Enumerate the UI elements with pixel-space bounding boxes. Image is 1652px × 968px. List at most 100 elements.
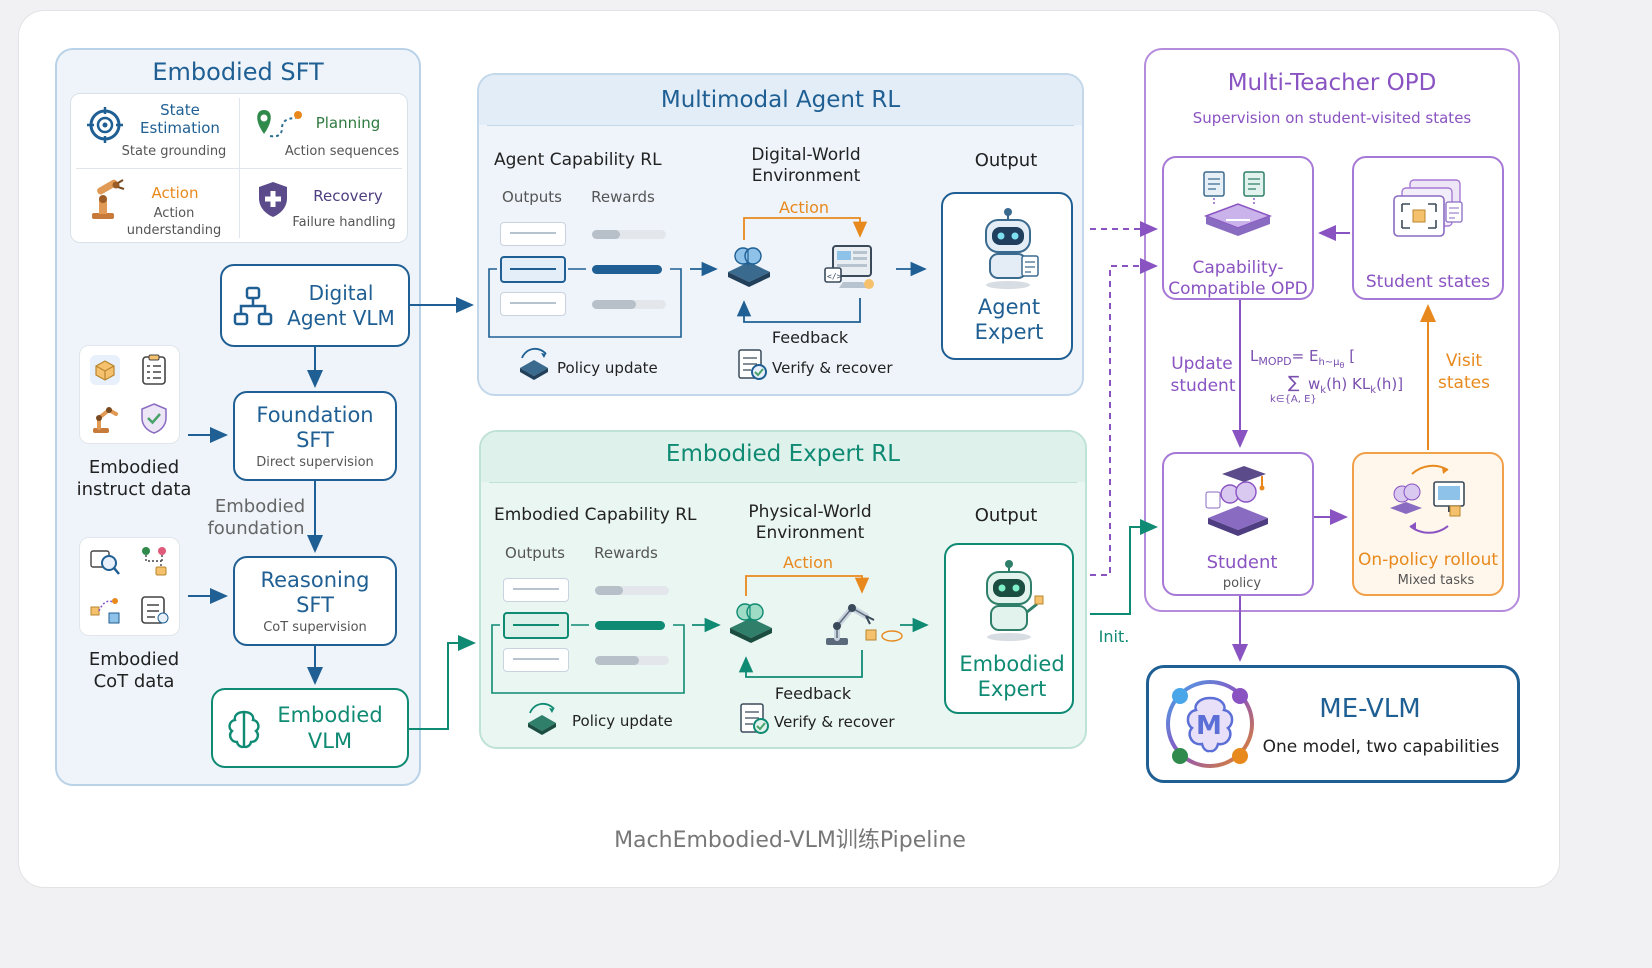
rollout-label: On-policy rollout	[1357, 550, 1499, 570]
robot-arm-icon	[86, 177, 126, 221]
arrow-init-to-student	[1090, 519, 1158, 615]
me-vlm-logo-icon: M	[1162, 676, 1258, 772]
embodied-feedback-arrow	[738, 650, 863, 678]
cube-icon	[89, 354, 121, 386]
agent-env-line1: Digital-World	[751, 145, 861, 165]
embodied-card-lines	[513, 658, 559, 660]
embodied-output-card-1	[503, 578, 569, 602]
svg-text:</>: </>	[827, 272, 842, 281]
brain-icon	[224, 708, 264, 750]
arrow-embodied-to-embodied-rl	[409, 635, 476, 730]
foundation-sft-box	[233, 391, 397, 481]
embodied-action-arrow	[745, 575, 870, 596]
agent-reward-fill-1	[592, 230, 620, 239]
agent-rewards-label: Rewards	[591, 188, 655, 206]
opd-subtitle: Supervision on student-visited states	[1192, 109, 1472, 127]
instruct-data-line1: Embodied	[88, 457, 180, 478]
formula-l-sub: MOPD	[1258, 355, 1292, 368]
skill-planning-title: Planning	[315, 114, 381, 132]
agent-reward-fill-3	[592, 300, 636, 309]
robot-icon	[972, 206, 1044, 290]
agent-expert-line1: Agent	[977, 295, 1041, 319]
formula-lhs: LMOPD= Eh∼μθ [	[1250, 347, 1355, 370]
agent-card-lines	[510, 232, 556, 234]
embodied-rewards-label: Rewards	[594, 544, 658, 562]
skill-action-desc-2: understanding	[126, 223, 222, 238]
student-states-label: Student states	[1365, 272, 1491, 292]
hierarchy-icon	[233, 286, 273, 326]
init-label: Init.	[1098, 627, 1130, 646]
embodied-expert-line1: Embodied	[959, 652, 1065, 676]
dashed-embodied-to-opd	[1090, 258, 1158, 576]
target-icon	[86, 106, 124, 144]
embodied-env-line2: Environment	[755, 523, 865, 543]
embodied-reward-fill-1	[595, 586, 623, 595]
agent-rl-title: Multimodal Agent RL	[660, 87, 901, 113]
skill-action-title: Action	[151, 184, 199, 202]
embodied-policy-update: Policy update	[572, 712, 673, 730]
chip-brain-icon	[722, 242, 776, 290]
visit-states-line2: states	[1438, 373, 1490, 393]
skill-state-title-1: State	[160, 101, 200, 119]
embodied-card-lines	[513, 624, 559, 626]
cot-data-line1: Embodied	[88, 649, 180, 670]
checklist-icon	[138, 354, 170, 386]
formula-bracket: [	[1349, 347, 1356, 365]
formula-mu-sub: θ	[1339, 361, 1345, 370]
embodied-rl-title: Embodied Expert RL	[665, 441, 901, 467]
formula-end: (h)]	[1376, 375, 1404, 393]
svg-text:M: M	[1196, 711, 1222, 741]
update-student-line2: student	[1170, 376, 1236, 396]
mopd-formula: LMOPD= Eh∼μθ [ ∑ k∈{A, E} wk(h) KLk(h)]	[1250, 347, 1430, 411]
agent-env-line2: Environment	[751, 166, 861, 186]
embodied-output-card-3	[503, 648, 569, 672]
embodied-rl-header-band	[481, 432, 1085, 482]
rollout-sub: Mixed tasks	[1397, 573, 1475, 588]
embodied-outputs-label: Outputs	[505, 544, 565, 562]
agent-feedback-arrow	[736, 298, 861, 323]
embodied-foundation-line2: foundation	[207, 518, 305, 539]
magnifier-icon	[89, 545, 121, 577]
verify-icon	[733, 346, 773, 386]
formula-e-sub-text: h∼μ	[1318, 357, 1340, 368]
foundation-sft-sub: Direct supervision	[256, 455, 374, 470]
agent-output-card-3	[500, 292, 566, 316]
agent-outputs-label: Outputs	[502, 188, 562, 206]
route-pin-icon	[252, 106, 304, 144]
agent-rl-header-line	[487, 125, 1074, 126]
path-chart-icon	[89, 593, 121, 625]
agent-card-lines	[510, 302, 556, 304]
digital-agent-vlm-line2: Agent VLM	[287, 306, 395, 330]
digital-agent-vlm-box	[220, 264, 410, 347]
agent-rl-header-band	[479, 75, 1082, 125]
skills-divider-h	[76, 168, 402, 169]
embodied-vlm-line1: Embodied	[277, 703, 383, 727]
instruct-data-line2: instruct data	[76, 479, 192, 500]
agent-action-label: Action	[778, 198, 830, 217]
embodied-reward-track-1	[595, 586, 669, 595]
embodied-reward-fill-2	[595, 621, 665, 630]
reasoning-sft-line2: SFT	[296, 593, 334, 617]
skill-state-title-2: Estimation	[140, 119, 220, 137]
formula-w-sub: k	[1320, 385, 1327, 396]
reasoning-sft-box	[233, 556, 397, 646]
formula-sum: ∑	[1288, 373, 1300, 393]
update-student-line1: Update	[1171, 354, 1233, 374]
student-chip-icon	[1200, 460, 1276, 540]
shield-plus-icon	[256, 180, 290, 218]
embodied-robot-icon	[973, 558, 1045, 642]
foundation-sft-line2: SFT	[296, 428, 334, 452]
agent-loop	[488, 268, 682, 338]
reasoning-sft-line1: Reasoning	[260, 568, 370, 592]
skill-state-desc: State grounding	[121, 144, 227, 159]
policy-update-icon	[514, 344, 554, 384]
opd-title: Multi-Teacher OPD	[1227, 70, 1437, 96]
embodied-verify-recover: Verify & recover	[774, 713, 895, 731]
formula-eq: = E	[1291, 347, 1319, 365]
compatible-opd-line1: Capability-	[1192, 258, 1284, 278]
embodied-rl-header-line	[489, 482, 1077, 483]
agent-policy-update: Policy update	[557, 359, 658, 377]
compatible-opd-line2: Compatible OPD	[1168, 279, 1308, 299]
on-policy-rollout-box	[1352, 452, 1504, 596]
embodied-capability-title: Embodied Capability RL	[494, 505, 697, 525]
